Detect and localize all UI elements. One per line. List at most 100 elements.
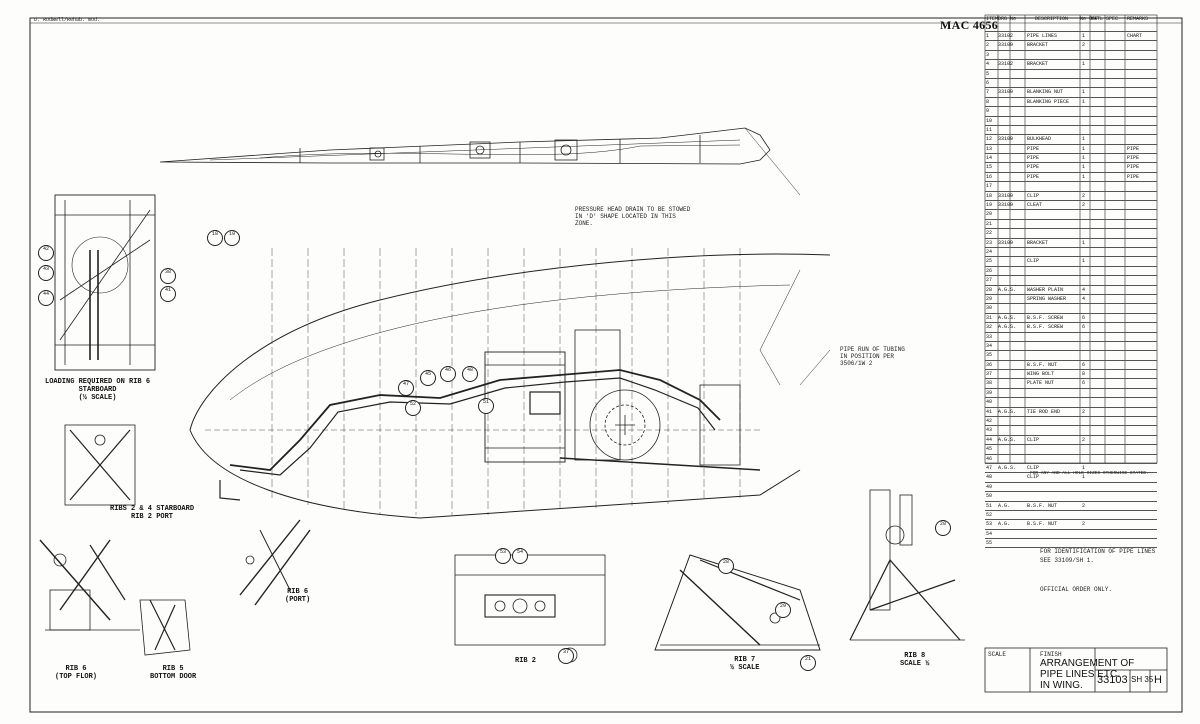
schedule-cell-desc: B.S.F. SCREW <box>1027 314 1064 321</box>
schedule-cell-item: 44 <box>986 436 993 443</box>
schedule-cell-item: 35 <box>986 352 993 359</box>
schedule-cell-qty: 2 <box>1082 202 1086 209</box>
ribs-2-4-caption: RIBS 2 & 4 STARBOARD RIB 2 PORT <box>110 505 195 521</box>
schedule-row: 55 <box>985 539 1157 549</box>
schedule-cell-drg: A.G.S. <box>998 436 1017 443</box>
item-balloon: 45 <box>420 370 436 386</box>
schedule-cell-qty: 2 <box>1082 42 1086 49</box>
rib-6-top-caption: RIB 6 (TOP FLOR) <box>55 665 98 681</box>
schedule-cell-item: 16 <box>986 173 993 180</box>
schedule-row: 17 <box>985 182 1157 192</box>
schedule-cell-desc: PIPE <box>1027 145 1040 152</box>
schedule-cell-desc: CLIP <box>1027 436 1040 443</box>
schedule-row: 43 <box>985 426 1157 436</box>
schedule-cell-remark: PIPE <box>1127 164 1140 171</box>
schedule-cell-item: 23 <box>986 239 993 246</box>
schedule-cell-desc: CLIP <box>1027 192 1040 199</box>
schedule-cell-item: 54 <box>986 530 993 537</box>
schedule-cell-item: 53 <box>986 521 993 528</box>
schedule-cell-qty: 1 <box>1082 239 1086 246</box>
schedule-row: 42 <box>985 417 1157 427</box>
schedule-cell-item: 7 <box>986 89 990 96</box>
scale-label: SCALE <box>988 651 1007 658</box>
schedule-cell-remark: PIPE <box>1127 155 1140 162</box>
schedule-row: 10 <box>985 117 1157 126</box>
schedule-cell-qty: 1 <box>1082 89 1086 96</box>
schedule-header: MATL <box>1091 16 1104 22</box>
ribs-2-4-view <box>64 424 136 506</box>
item-balloon: 37 <box>558 648 574 664</box>
schedule-cell-item: 46 <box>986 455 993 462</box>
schedule-cell-desc: B.S.F. NUT <box>1027 361 1058 368</box>
schedule-row: 50 <box>985 492 1157 502</box>
schedule-row: 30 <box>985 304 1157 314</box>
schedule-cell-desc: CLEAT <box>1027 202 1043 209</box>
schedule-cell-desc: PIPE LINES <box>1027 33 1058 39</box>
schedule-cell-item: 29 <box>986 295 993 302</box>
schedule-cell-desc: PIPE <box>1027 155 1040 162</box>
schedule-header-row: ITEM DRG No DESCRIPTION No OFF MATL SPEC… <box>985 15 1157 32</box>
schedule-cell-desc: PIPE <box>1027 173 1040 180</box>
schedule-cell-drg: A.G.S. <box>998 286 1017 293</box>
drawing-author-note: D. Rodwell/Rehab. mod. <box>34 17 101 23</box>
item-balloon: 43 <box>38 265 54 281</box>
schedule-row: 5 <box>985 70 1157 79</box>
item-balloon: 19 <box>224 230 240 246</box>
schedule-cell-desc: PIPE <box>1027 164 1040 171</box>
schedule-cell-qty: 6 <box>1082 361 1086 368</box>
schedule-cell-remark: PIPE <box>1127 145 1140 152</box>
schedule-cell-desc: BULKHEAD <box>1027 136 1052 143</box>
drawing-number: 33103 <box>1097 674 1128 686</box>
schedule-cell-item: 27 <box>986 277 993 284</box>
schedule-cell-desc: WASHER PLAIN <box>1027 286 1064 293</box>
schedule-cell-qty: 6 <box>1082 380 1086 387</box>
schedule-cell-drg: 33109 <box>998 202 1014 209</box>
rib-2-view <box>454 554 606 663</box>
schedule-cell-qty: 2 <box>1082 192 1086 199</box>
schedule-row: 22 <box>985 229 1157 239</box>
item-balloon: 21 <box>800 655 816 671</box>
sketch-a-view <box>54 194 156 371</box>
rib-8-view <box>849 489 965 641</box>
schedule-cell-desc: CLIP <box>1027 474 1040 481</box>
schedule-row: 52 <box>985 511 1157 521</box>
schedule-cell-drg: A.G.S. <box>998 408 1017 415</box>
schedule-cell-drg: A.G. <box>998 502 1011 509</box>
schedule-cell-item: 39 <box>986 389 993 396</box>
item-balloon: 51 <box>478 398 494 414</box>
schedule-row: 49 <box>985 483 1157 493</box>
item-balloon: 52 <box>405 400 421 416</box>
schedule-cell-qty: 1 <box>1082 145 1086 152</box>
item-balloon: 18 <box>207 230 223 246</box>
schedule-cell-qty: 1 <box>1082 33 1086 39</box>
schedule-cell-desc: BLANKING NUT <box>1027 89 1064 96</box>
item-balloon: 42 <box>38 245 54 261</box>
schedule-header: ITEM <box>986 16 999 22</box>
item-balloon: 46 <box>440 366 456 382</box>
schedule-cell-item: 8 <box>986 98 990 105</box>
schedule-row: 39 <box>985 389 1157 399</box>
schedule-header: No OFF <box>1080 16 1099 22</box>
schedule-row: 34 <box>985 342 1157 352</box>
schedule-cell-desc: CLIP <box>1027 464 1040 471</box>
sheet-number: SH 35 <box>1131 675 1154 684</box>
schedule-cell-item: 31 <box>986 314 993 321</box>
schedule-row: 54 <box>985 530 1157 540</box>
schedule-cell-qty: 4 <box>1082 286 1086 293</box>
